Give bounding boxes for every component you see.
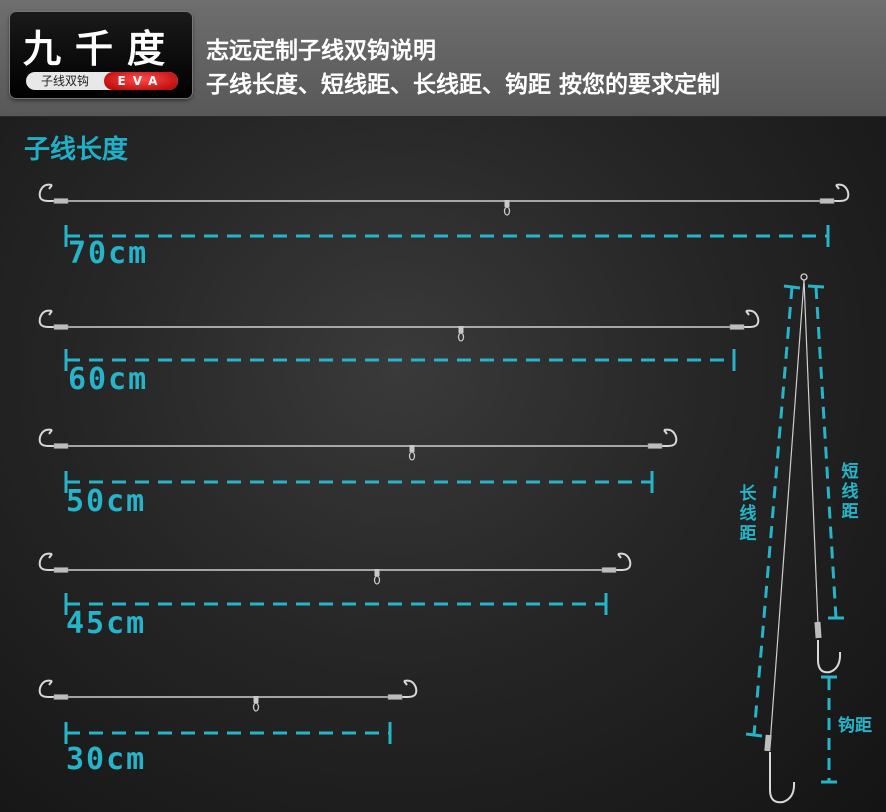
logo-title: 九千度 [22, 26, 179, 71]
rig-row-45 [38, 552, 632, 615]
logo-pill: 子线双钩 EVA [26, 72, 178, 90]
rig-row-60 [38, 309, 760, 371]
long-distance-label: 长线距 [739, 484, 757, 544]
length-label-45: 45cm [66, 606, 147, 641]
header-bar: 九千度 子线双钩 EVA 志远定制子线双钩说明 子线长度、短线距、长线距、钩距 … [0, 0, 886, 117]
header-line-1: 志远定制子线双钩说明 [206, 38, 436, 64]
section-title: 子线长度 [24, 135, 129, 165]
logo-subtitle: 子线双钩 [40, 74, 89, 88]
rig-row-30 [38, 679, 418, 744]
length-label-70: 70cm [68, 236, 149, 271]
rig-row-50 [38, 428, 678, 493]
logo-badge: EVA [104, 72, 178, 90]
brand-logo: 九千度 子线双钩 EVA [10, 12, 192, 98]
hook-distance-label: 钩距 [838, 716, 872, 736]
header-line-2: 子线长度、短线距、长线距、钩距 按您的要求定制 [206, 72, 721, 98]
short-distance-label: 短线距 [841, 462, 859, 522]
double-hook-diagram [745, 273, 844, 804]
length-label-60: 60cm [68, 362, 149, 397]
rig-row-70 [38, 183, 850, 247]
length-label-50: 50cm [66, 484, 147, 519]
length-label-30: 30cm [66, 742, 147, 777]
